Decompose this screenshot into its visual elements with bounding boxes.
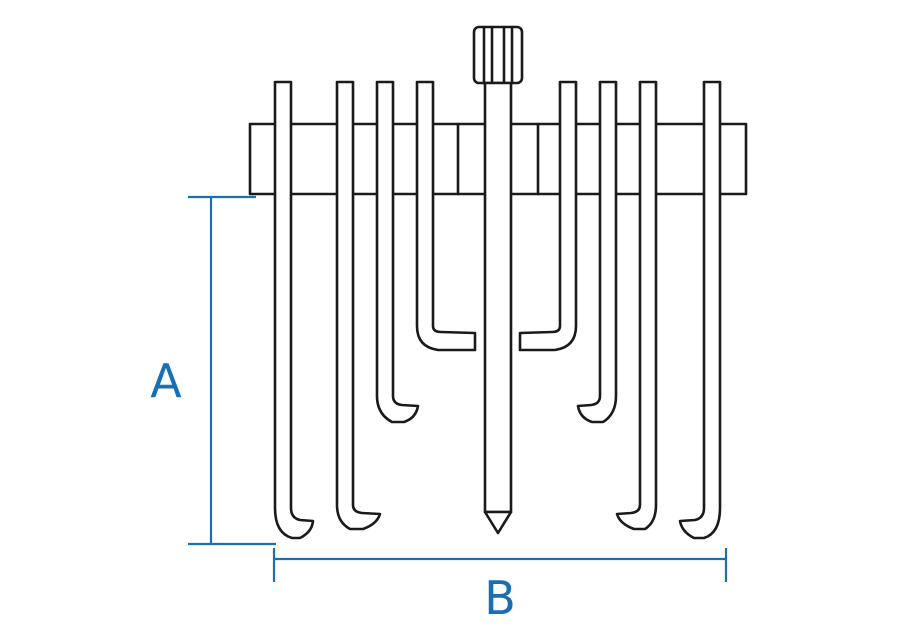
dimension-b: B xyxy=(272,548,728,625)
leg-right-3 xyxy=(615,80,658,531)
dimension-b-label: B xyxy=(484,571,516,625)
leg-left-3 xyxy=(375,80,420,424)
spindle-tip xyxy=(483,510,513,535)
leg-right-2 xyxy=(576,80,618,424)
center-spindle xyxy=(472,25,524,535)
leg-right-1 xyxy=(518,80,578,352)
leg-left-1 xyxy=(273,80,315,540)
legs-left xyxy=(273,80,477,540)
dimension-a-label: A xyxy=(150,354,182,408)
dimension-a: A xyxy=(150,195,276,546)
leg-left-2 xyxy=(335,80,382,531)
leg-right-4 xyxy=(678,80,722,540)
spindle-knob xyxy=(472,25,524,85)
spindle-shaft xyxy=(483,81,513,514)
legs-right xyxy=(518,80,722,540)
leg-left-4 xyxy=(415,80,477,352)
